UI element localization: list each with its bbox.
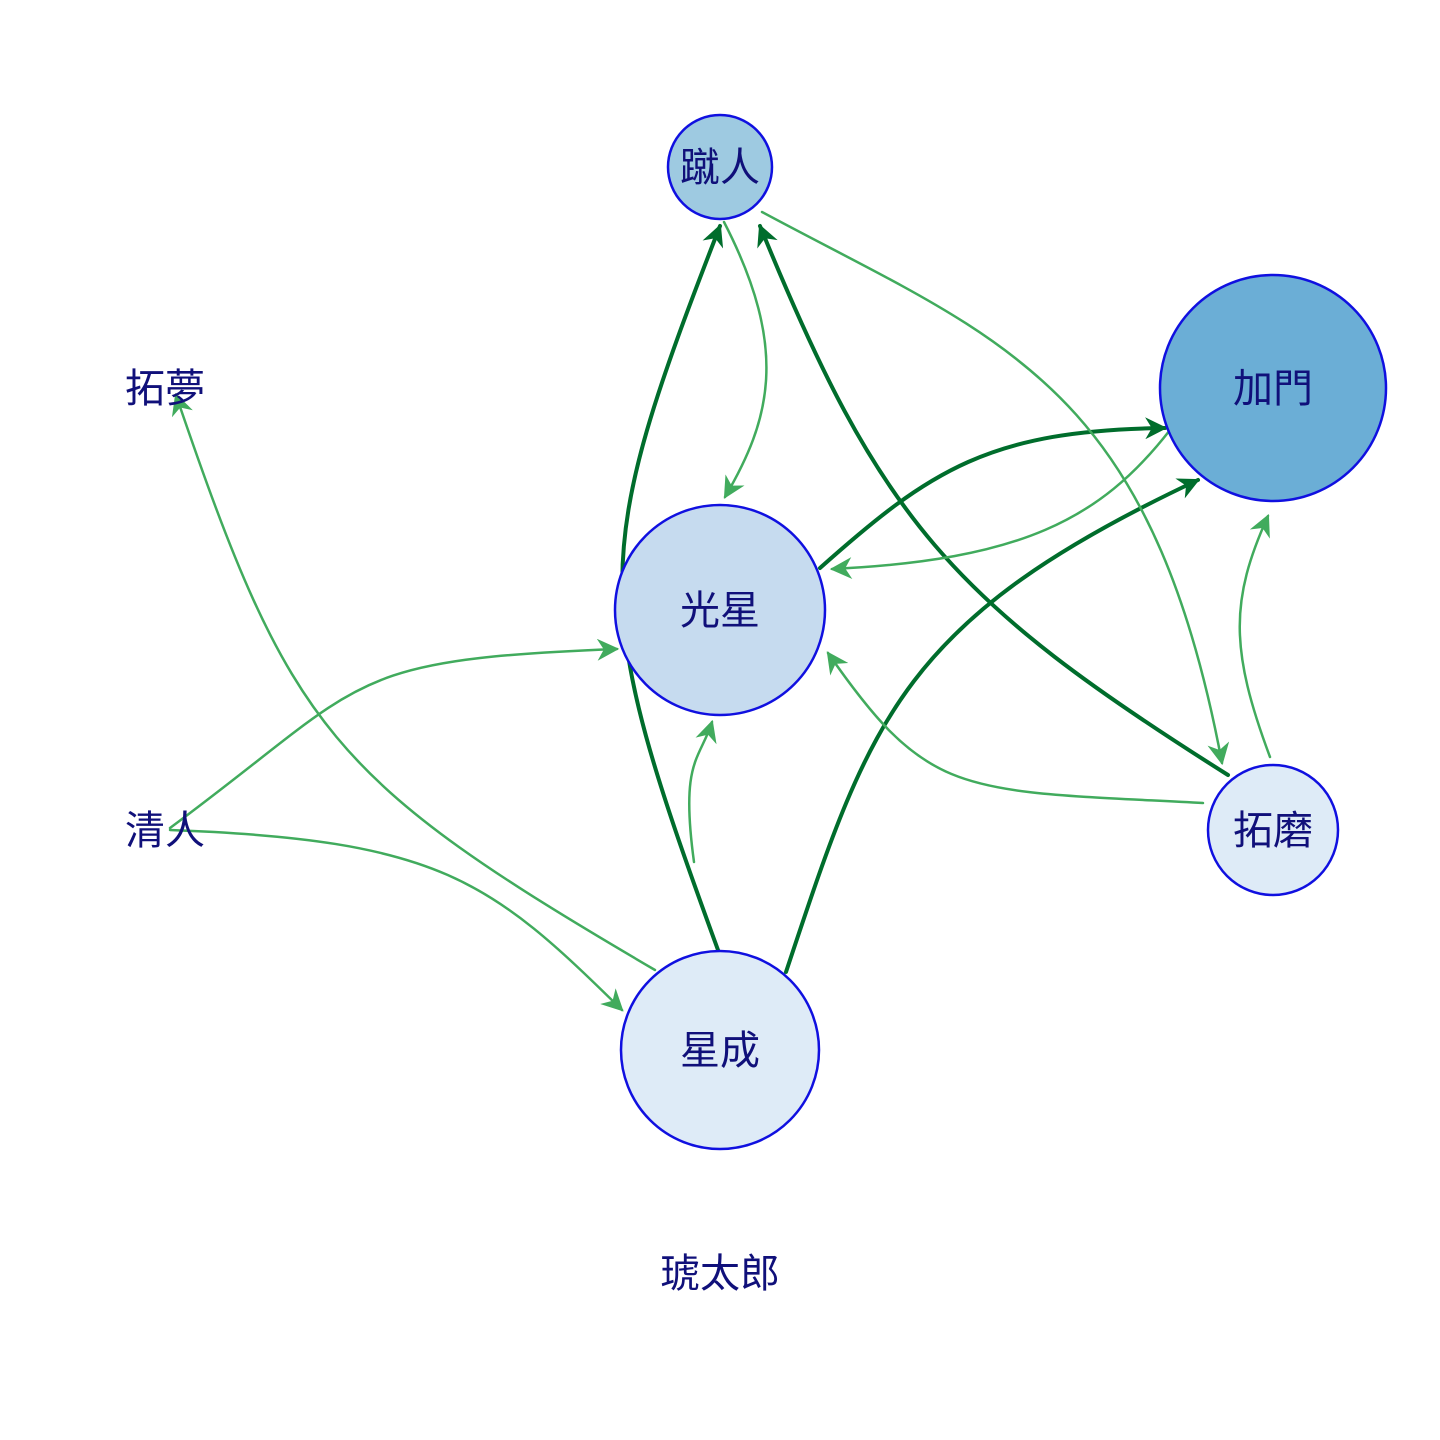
edge-加門-to-光星 (829, 428, 1172, 580)
node-circle (613, 503, 827, 717)
edge-拓磨-to-蹴人 (757, 223, 1230, 777)
node-n5[interactable]: 清人 (125, 808, 205, 854)
node-label: 拓夢 (125, 366, 205, 412)
node-n3[interactable]: 光星 (613, 503, 827, 717)
node-label: 加門 (1233, 366, 1313, 412)
node-n4[interactable]: 拓夢 (125, 366, 205, 412)
edge-光星-to-加門 (818, 417, 1168, 570)
node-circle (666, 113, 774, 221)
edge-星成-to-加門 (784, 478, 1200, 974)
node-label: 星成 (680, 1028, 760, 1074)
node-circle (1158, 273, 1388, 503)
node-label: 拓磨 (1233, 808, 1313, 854)
node-n2[interactable]: 加門 (1158, 273, 1388, 503)
edge-拓磨-to-光星 (826, 651, 1205, 805)
node-label: 光星 (680, 588, 760, 634)
node-n1[interactable]: 蹴人 (666, 113, 774, 221)
node-n6[interactable]: 拓磨 (1206, 763, 1340, 897)
edge-蹴人-to-拓磨 (760, 210, 1230, 766)
node-circle (1206, 763, 1340, 897)
node-label: 清人 (125, 808, 205, 854)
edges-layer (168, 210, 1272, 1012)
node-n7[interactable]: 星成 (619, 949, 821, 1151)
node-n8[interactable]: 琥太郎 (660, 1251, 780, 1297)
edge-拓磨-to-加門 (1238, 513, 1272, 759)
node-label: 琥太郎 (660, 1251, 780, 1297)
edge-星成-to-拓夢 (171, 392, 657, 972)
edge-星成-to-光星 (687, 719, 717, 864)
edge-蹴人-to-光星 (722, 220, 768, 499)
node-circle (619, 949, 821, 1151)
node-label: 蹴人 (680, 145, 760, 191)
edge-清人-to-光星 (168, 638, 620, 830)
edge-清人-to-星成 (168, 828, 624, 1012)
